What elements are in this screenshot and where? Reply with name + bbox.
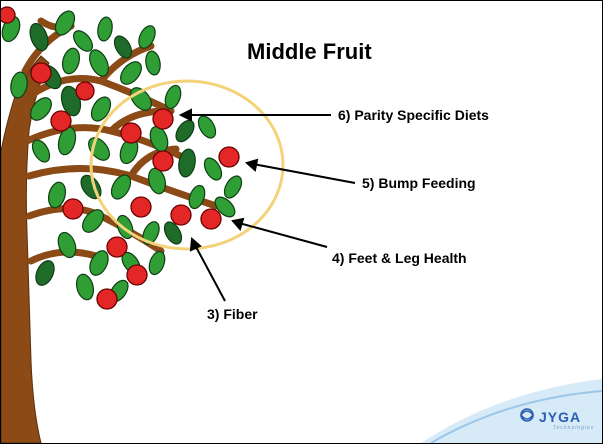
arrow-feet [239, 223, 327, 247]
logo-name: JYGA [539, 409, 581, 425]
arrow-fiber [195, 245, 225, 301]
label-parity-specific-diets: 6) Parity Specific Diets [338, 107, 489, 123]
label-fiber: 3) Fiber [207, 306, 258, 322]
slide-title: Middle Fruit [247, 39, 372, 65]
label-feet-leg-health: 4) Feet & Leg Health [332, 250, 467, 266]
arrow-bump [253, 164, 355, 183]
logo-tagline: Technologies [553, 425, 594, 431]
label-bump-feeding: 5) Bump Feeding [362, 175, 476, 191]
